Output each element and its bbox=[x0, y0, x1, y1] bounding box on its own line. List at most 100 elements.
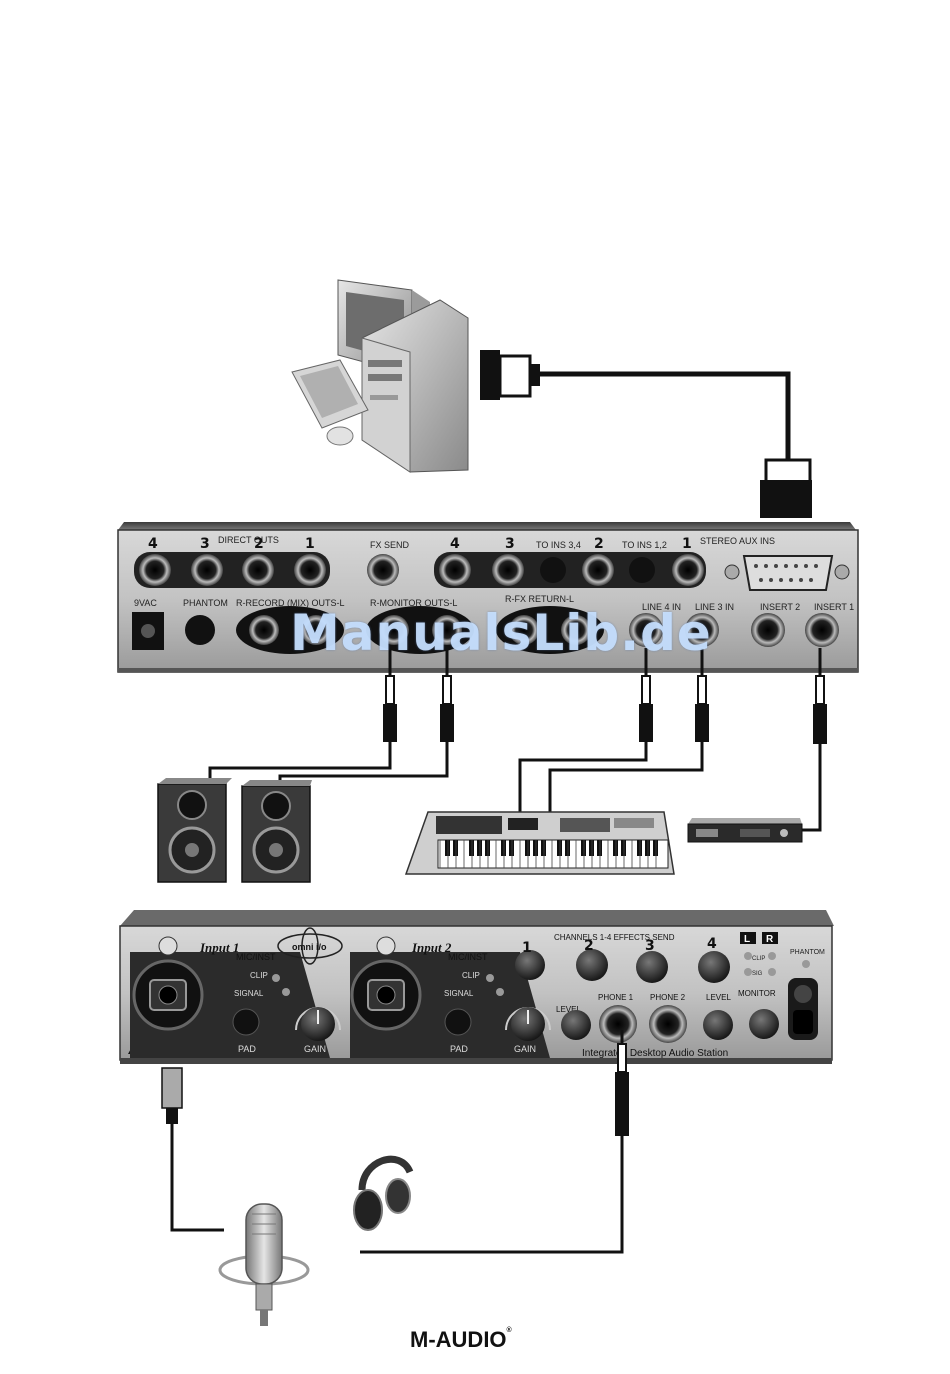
monitor-4-label: 4 bbox=[450, 536, 460, 552]
record-outs-label: R-RECORD (MIX) OUTS-L bbox=[236, 598, 345, 608]
send2-knob bbox=[576, 949, 608, 981]
monitor-2-jack bbox=[582, 554, 614, 586]
input2-pad-label: PAD bbox=[450, 1044, 468, 1054]
input2-mic-inst-label: MIC/INST bbox=[448, 952, 488, 962]
input2-section bbox=[350, 936, 551, 1058]
clip-led-right bbox=[768, 952, 776, 960]
omni-logo bbox=[277, 927, 343, 965]
monitor-outs-label: R-MONITOR OUTS-L bbox=[370, 598, 457, 608]
level2-label: LEVEL bbox=[706, 993, 731, 1002]
monitor-out-l-jack bbox=[432, 615, 462, 645]
line3-jack bbox=[685, 613, 719, 647]
record-out-l-jack bbox=[301, 615, 331, 645]
front-cable-plugs bbox=[161, 1043, 629, 1136]
input2-signal-led bbox=[496, 988, 504, 996]
input1-clip-led bbox=[272, 974, 280, 982]
monitor-out-r-jack bbox=[379, 615, 409, 645]
direct-out-1-jack bbox=[294, 554, 326, 586]
speakers-icon bbox=[157, 778, 312, 883]
monitor-1-jack bbox=[672, 554, 704, 586]
cable-computer bbox=[540, 371, 791, 462]
watermark: ManualsLib.de bbox=[290, 604, 712, 662]
send1-number: 1 bbox=[522, 940, 532, 956]
send4-knob bbox=[698, 951, 730, 983]
input2-label: Input 2 bbox=[411, 940, 452, 955]
left-indicator-label: L bbox=[744, 934, 750, 945]
direct-out-1-label: 1 bbox=[305, 536, 315, 552]
direct-out-2-jack bbox=[242, 554, 274, 586]
send3-number: 3 bbox=[645, 938, 655, 954]
sig-led-left bbox=[744, 968, 752, 976]
input1-section bbox=[130, 936, 341, 1058]
clip-led-left bbox=[744, 952, 752, 960]
input1-pad-label: PAD bbox=[238, 1044, 256, 1054]
computer-icon bbox=[291, 279, 469, 473]
insert1-jack bbox=[805, 613, 839, 647]
right-indicator-label: R bbox=[766, 934, 774, 945]
input1-clip-label: CLIP bbox=[250, 971, 268, 980]
tagline: Integrated Desktop Audio Station bbox=[582, 1048, 728, 1059]
rear-cable-plugs bbox=[383, 675, 827, 744]
phantom-front-label: PHANTOM bbox=[790, 949, 825, 956]
send4-number: 4 bbox=[707, 936, 717, 952]
stereo-aux-ins-label: STEREO AUX INS bbox=[700, 536, 775, 546]
monitor-3-jack bbox=[492, 554, 524, 586]
input1-label: Input 1 bbox=[199, 940, 239, 955]
level1-label: LEVEL bbox=[556, 1005, 581, 1014]
record-out-r-jack bbox=[249, 615, 279, 645]
fx-return-r-jack bbox=[509, 615, 539, 645]
fx-send-jack bbox=[367, 554, 399, 586]
input2-clip-led bbox=[486, 974, 494, 982]
phantom-led bbox=[802, 960, 810, 968]
line3-label: LINE 3 IN bbox=[695, 602, 734, 612]
line4-jack bbox=[629, 613, 663, 647]
phantom-rear-label: PHANTOM bbox=[183, 598, 228, 608]
send1-knob bbox=[515, 950, 545, 980]
db-connector-interface bbox=[760, 458, 812, 518]
send3-knob bbox=[636, 951, 668, 983]
output-controls bbox=[561, 978, 818, 1043]
direct-outs-label: DIRECT OUTS bbox=[218, 535, 279, 545]
input2-pad-switch bbox=[444, 1008, 472, 1036]
direct-out-3-jack bbox=[191, 554, 223, 586]
rear-panel bbox=[117, 522, 859, 673]
insert2-label: INSERT 2 bbox=[760, 602, 800, 612]
phone1-jack bbox=[599, 1005, 637, 1043]
bottom-jack-row bbox=[132, 606, 839, 654]
effects-processor-icon bbox=[687, 818, 803, 843]
power-label: 9VAC bbox=[134, 598, 157, 608]
monitor-2-label: 2 bbox=[594, 536, 604, 552]
line4-label: LINE 4 IN bbox=[642, 602, 681, 612]
input1-pad-switch bbox=[232, 1008, 260, 1036]
direct-out-2-label: 2 bbox=[254, 536, 264, 552]
brand-logo: M-AUDIO® bbox=[410, 1327, 512, 1353]
db-connector-computer bbox=[480, 350, 540, 400]
fx-return-label: R-FX RETURN-L bbox=[505, 594, 574, 604]
input1-mic-inst-label: MIC/INST bbox=[236, 952, 276, 962]
brand-name: M-AUDIO bbox=[410, 1327, 507, 1352]
to-ins-34-label: TO INS 3,4 bbox=[536, 540, 581, 550]
insert2-jack bbox=[751, 613, 785, 647]
top-jack-row bbox=[134, 552, 850, 591]
insert1-label: INSERT 1 bbox=[814, 602, 854, 612]
monitor-3-label: 3 bbox=[505, 536, 515, 552]
fx-send-label: FX SEND bbox=[370, 540, 410, 550]
to-ins-34-switch bbox=[540, 557, 566, 583]
phone1-label: PHONE 1 bbox=[598, 993, 634, 1002]
to-ins-12-label: TO INS 1,2 bbox=[622, 540, 667, 550]
phantom-switch bbox=[185, 615, 215, 645]
clip-indicator-label: CLIP bbox=[752, 956, 765, 962]
effects-send-label: CHANNELS 1-4 EFFECTS SEND bbox=[554, 933, 675, 942]
headphones-icon bbox=[353, 1155, 414, 1231]
effects-send-knobs bbox=[515, 949, 730, 983]
direct-out-3-label: 3 bbox=[200, 536, 210, 552]
to-ins-12-number: 1 bbox=[682, 536, 692, 552]
direct-out-4-label: 4 bbox=[148, 536, 158, 552]
sig-indicator-label: SIG bbox=[752, 971, 763, 977]
phone2-level-knob bbox=[703, 1010, 733, 1040]
omni-logo-label: omni i/o bbox=[292, 942, 327, 952]
input2-gain-label: GAIN bbox=[514, 1044, 536, 1054]
input1-signal-led bbox=[282, 988, 290, 996]
input2-signal-label: SIGNAL bbox=[444, 989, 474, 998]
